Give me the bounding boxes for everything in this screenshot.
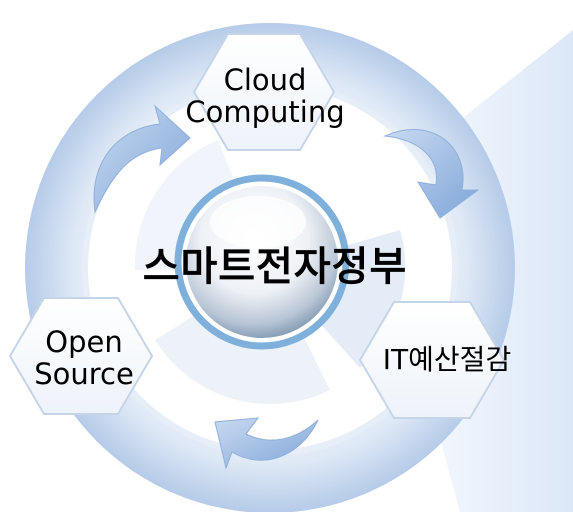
node-open-source-label: Open Source [16,326,152,391]
arrow-top-right-icon [383,129,480,219]
node-cloud-line1: Cloud [223,63,307,97]
hex-open-source [8,297,154,415]
arrow-top-left-icon [93,104,191,214]
node-open-line1: Open [45,325,123,359]
node-it-budget-label: IT예산절감 [382,343,512,376]
node-open-line2: Source [34,357,134,392]
hex-it-budget [358,301,506,419]
arrow-bottom-icon [214,417,319,470]
node-cloud-computing-label: Cloud Computing [175,64,355,129]
hex-cloud-computing [192,33,336,151]
center-title: 스마트전자정부 [142,244,408,290]
node-cloud-line2: Computing [185,95,345,130]
orb-highlight [210,196,306,248]
